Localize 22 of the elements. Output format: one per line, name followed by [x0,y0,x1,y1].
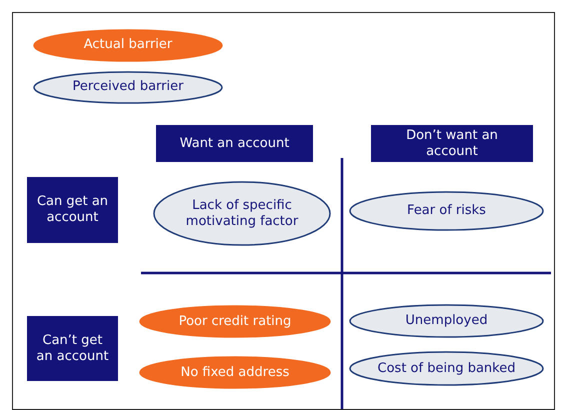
header-box [27,316,118,381]
perceived-barrier-ellipse [349,191,544,231]
node-text: Can get an account [36,194,110,226]
node-text: No fixed address [180,364,290,380]
actual-barrier-ellipse [139,305,331,338]
legend-label: Perceived barrier [72,79,184,95]
header-box [371,125,533,162]
node-text: Poor credit rating [178,314,292,330]
header-box [27,177,118,243]
node-text: Can’t get an account [35,332,110,364]
node-text: Unemployed [404,313,489,329]
perceived-barrier-ellipse [153,181,331,246]
node-text: Lack of specific motivating factor [184,198,300,230]
legend-label: Actual barrier [82,37,174,53]
actual-barrier-ellipse [139,356,331,389]
perceived-barrier-ellipse [349,304,544,338]
node-text: Want an account [178,136,290,152]
node-text: Fear of risks [406,203,487,219]
perceived-barrier-ellipse [349,351,544,386]
header-box [156,125,313,162]
node-text: Cost of being banked [376,360,516,376]
node-text: Don’t want an account [405,128,499,160]
